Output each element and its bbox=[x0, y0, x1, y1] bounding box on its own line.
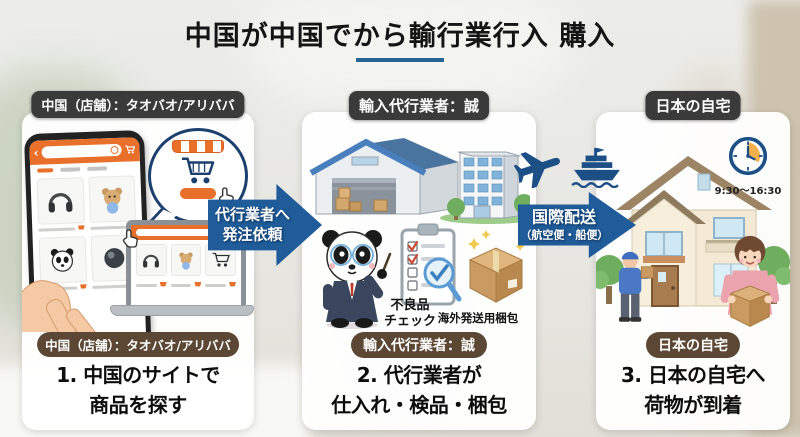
arrow-label-line2: 発注依頼 bbox=[222, 225, 283, 243]
arrow-label-line1: 代行業者へ bbox=[214, 205, 290, 224]
clock-icon bbox=[728, 136, 768, 176]
top-badge-import-agent: 輸入代行業者：誠 bbox=[348, 91, 490, 120]
sparkle-icon bbox=[468, 238, 480, 250]
top-badge-japan-home: 日本の自宅 bbox=[645, 91, 741, 120]
step-caption-2-line2: 仕入れ・検品・梱包 bbox=[331, 393, 507, 417]
shopping-app-screen: ‹ bbox=[29, 137, 147, 332]
search-bar bbox=[41, 143, 122, 159]
product-tile-teddy-bear bbox=[170, 244, 202, 276]
buy-button bbox=[180, 188, 216, 199]
cart-icon bbox=[78, 225, 85, 231]
store-awning-icon bbox=[172, 140, 224, 153]
step-caption-1: 1. 中国のサイトで 商品を探す bbox=[22, 360, 254, 420]
panda-agent-illustration bbox=[322, 230, 392, 329]
packing-label: 海外発送用梱包 bbox=[437, 311, 519, 325]
bottom-badge-japan-home: 日本の自宅 bbox=[646, 332, 740, 358]
hand-cursor-icon bbox=[122, 229, 138, 248]
arrow-international-shipping-label: 国際配送 （航空便・船便） bbox=[520, 207, 609, 242]
inspection-label-line2: チェック bbox=[383, 314, 436, 330]
tree-icon bbox=[596, 255, 624, 304]
step-caption-1-line1: 1. 中国のサイトで bbox=[56, 363, 220, 387]
tab-active bbox=[37, 168, 54, 173]
arrow-label-line2: （航空便・船便） bbox=[520, 228, 609, 242]
title-underline bbox=[356, 58, 444, 62]
arrow-order-request: 代行業者へ 発注依頼 bbox=[208, 184, 322, 266]
cart-icon bbox=[80, 284, 87, 290]
import-agent-illustration: 不良品 チェック 海外発送用梱包 bbox=[302, 112, 536, 332]
tab bbox=[87, 166, 108, 171]
bottom-badge-import-agent: 輸入代行業者：誠 bbox=[351, 332, 487, 358]
inspection-label-line1: 不良品 bbox=[390, 298, 430, 313]
back-icon: ‹ bbox=[33, 145, 39, 160]
delivery-person-illustration bbox=[618, 251, 654, 322]
step-caption-1-line2: 商品を探す bbox=[89, 393, 187, 417]
shopping-cart-icon bbox=[182, 157, 215, 184]
inspection-label: 不良品 チェック bbox=[374, 298, 446, 331]
delivery-time: 9:30～16:30 bbox=[714, 186, 782, 197]
airplane-icon bbox=[514, 152, 560, 188]
sparkle-icon bbox=[515, 242, 525, 251]
delivery-time-widget: 9:30～16:30 bbox=[712, 136, 784, 197]
product-tile-headphones bbox=[36, 177, 85, 225]
app-header: ‹ bbox=[29, 137, 140, 165]
product-tile-teddy-bear bbox=[87, 175, 137, 223]
search-bar bbox=[136, 229, 236, 236]
recipient-illustration bbox=[720, 235, 780, 328]
arrow-order-request-label: 代行業者へ 発注依頼 bbox=[210, 206, 294, 245]
cart-icon bbox=[125, 145, 136, 154]
step-card-japan-home: 9:30～16:30 bbox=[596, 91, 790, 430]
top-badge-china-shop: 中国（店舗）：タオバオ/アリババ bbox=[31, 91, 245, 118]
inspection-clipboard-illustration bbox=[400, 223, 462, 306]
smartphone-illustration: ‹ bbox=[23, 129, 153, 332]
ship-icon bbox=[571, 147, 620, 188]
step-caption-2: 2. 代行業者が 仕入れ・検品・梱包 bbox=[302, 360, 536, 420]
step-caption-2-line1: 2. 代行業者が bbox=[356, 363, 482, 387]
arrow-international-shipping: 国際配送 （航空便・船便） bbox=[518, 192, 636, 258]
product-tile-panda-plush bbox=[38, 236, 87, 284]
transport-icons bbox=[514, 146, 626, 188]
warehouse-building-illustration bbox=[309, 138, 530, 224]
laptop-base bbox=[110, 305, 254, 316]
step-caption-3: 3. 日本の自宅へ 荷物が到着 bbox=[596, 360, 790, 420]
japan-home-illustration: 9:30～16:30 bbox=[596, 112, 790, 332]
shipping-box-illustration bbox=[468, 230, 525, 303]
arrow-label-line1: 国際配送 bbox=[532, 207, 597, 227]
step-caption-3-line2: 荷物が到着 bbox=[644, 393, 742, 417]
product-tile-speaker bbox=[90, 234, 139, 282]
sparkle-icon bbox=[481, 230, 491, 239]
step-caption-3-line1: 3. 日本の自宅へ bbox=[621, 363, 765, 387]
product-tile-headphones bbox=[136, 244, 167, 276]
product-grid bbox=[30, 171, 144, 296]
page-title: 中国が中国でから輸行業行入 購入 bbox=[184, 21, 616, 52]
bottom-badge-china-shop: 中国（店舗）：タオバオ/アリババ bbox=[37, 332, 239, 357]
step-card-china-shop: ‹ bbox=[22, 91, 254, 430]
tab bbox=[60, 167, 81, 172]
step-card-import-agent: 不良品 チェック 海外発送用梱包 輸入代行業者：誠 輸入代行業者：誠 2. 代行… bbox=[302, 91, 536, 430]
